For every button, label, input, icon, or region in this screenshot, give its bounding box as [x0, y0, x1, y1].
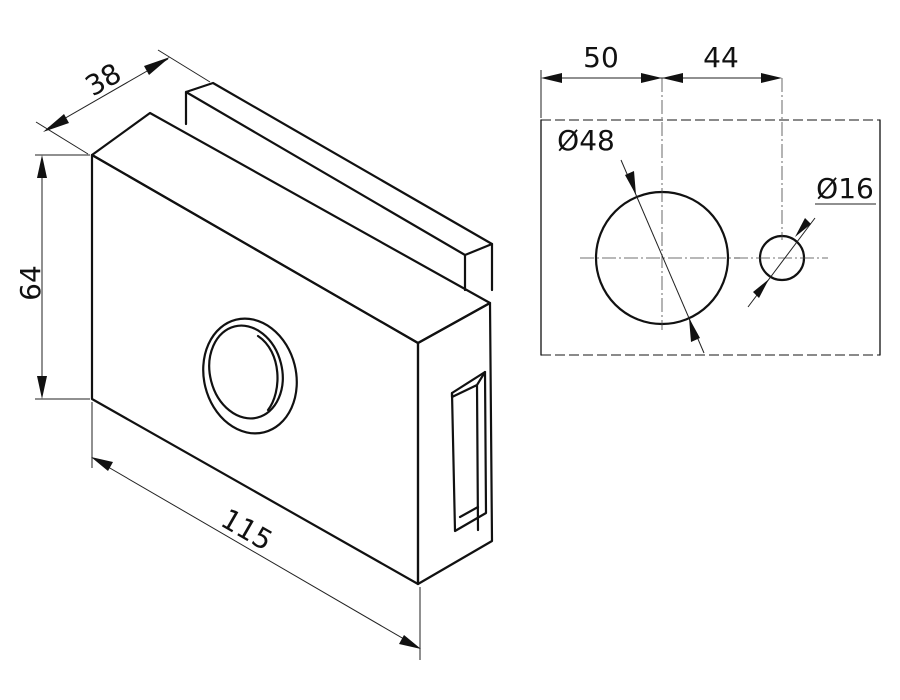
small-hole-diameter-dimension: Ø16: [747, 172, 876, 308]
large-hole-diameter-label: Ø48: [557, 124, 615, 157]
dimension-width-label: 115: [215, 502, 278, 557]
side-slot: [450, 370, 488, 533]
large-hole-diameter-dimension: Ø48: [557, 124, 705, 354]
plate-view: 50 44 Ø48 Ø16: [540, 41, 881, 356]
lock-main-body: [90, 111, 494, 586]
lock-box-isometric: 64 38 115: [14, 49, 494, 660]
top-dimensions: 50 44: [540, 41, 782, 118]
dimension-depth: 38: [35, 49, 211, 155]
lock-rear-plate: [184, 81, 494, 292]
small-hole-diameter-label: Ø16: [816, 172, 874, 205]
large-hole: [580, 78, 740, 330]
cylinder-ring: [202, 317, 298, 435]
dimension-left-label: 50: [583, 41, 619, 74]
dimension-height: 64: [14, 154, 90, 400]
dimension-right-label: 44: [703, 41, 739, 74]
dimension-depth-label: 38: [80, 57, 127, 103]
small-hole: [734, 78, 828, 282]
plate-outline: [540, 119, 881, 356]
dimension-width: 115: [91, 402, 421, 660]
dimension-height-label: 64: [14, 265, 47, 301]
